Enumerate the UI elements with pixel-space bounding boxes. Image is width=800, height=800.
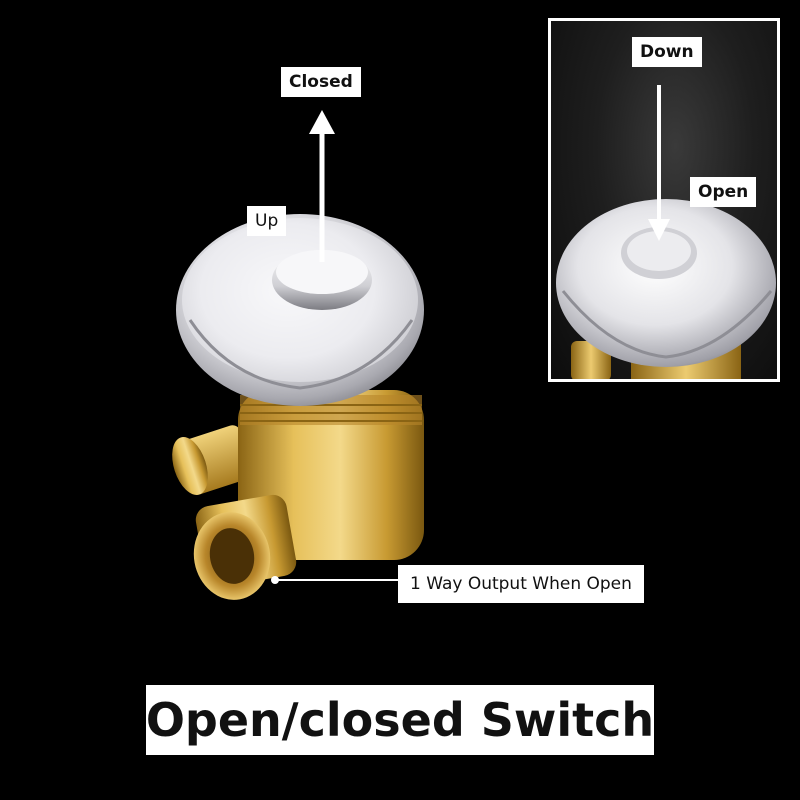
closed-label: Closed (281, 67, 361, 97)
front-output-nozzle (193, 494, 297, 600)
open-label: Open (690, 177, 757, 207)
output-leader-line (271, 576, 398, 584)
inset-open-view (548, 18, 780, 382)
inset-valve-illustration (556, 85, 776, 379)
left-nozzle (172, 425, 253, 495)
down-label: Down (632, 37, 702, 67)
page-title: Open/closed Switch (146, 685, 654, 755)
output-label: 1 Way Output When Open (398, 565, 644, 603)
chrome-cap (176, 214, 424, 406)
down-arrow (648, 85, 670, 241)
up-arrow (309, 110, 335, 262)
up-label: Up (247, 206, 287, 236)
